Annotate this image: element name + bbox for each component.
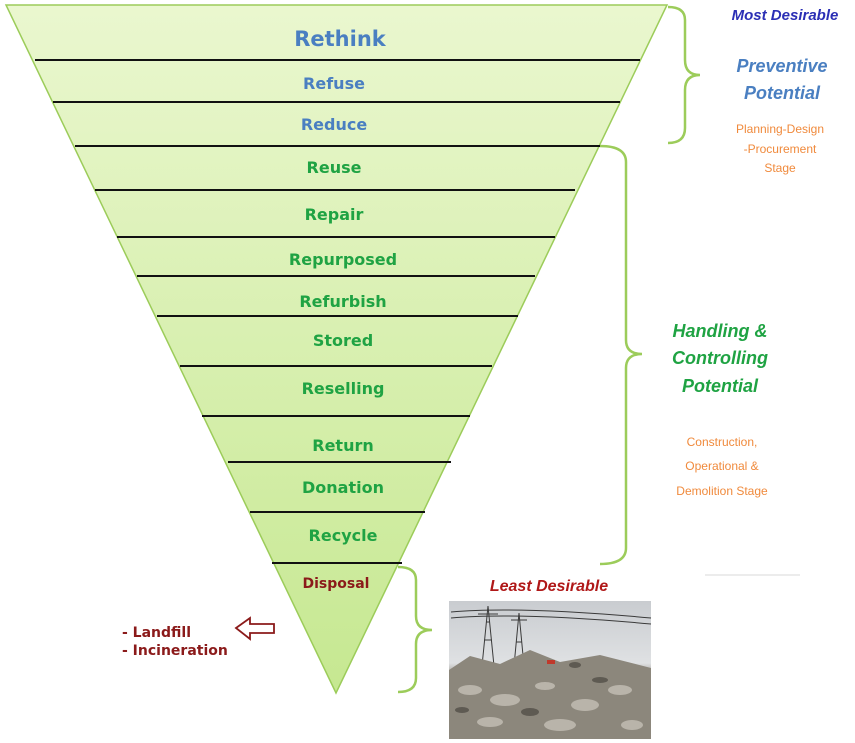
disposal-option-incineration: - Incineration [122,643,228,659]
handling-stage-line3: Demolition Stage [676,484,768,498]
level-return: Return [312,436,374,455]
most-desirable-label: Most Desirable [732,7,839,24]
preventive-stage-line3: Stage [764,161,796,175]
level-reuse: Reuse [307,158,362,177]
level-refuse: Refuse [303,74,365,93]
hierarchy-funnel [4,4,669,695]
level-dividers [35,59,640,564]
handling-stage-line2: Operational & [685,459,758,473]
preventive-stage-line1: Planning-Design [736,122,824,136]
least-desirable-label: Least Desirable [490,578,608,595]
preventive-bracket [667,5,701,145]
handling-title-line3: Potential [682,376,759,396]
handling-bracket [599,144,643,566]
level-disposal: Disposal [303,576,370,592]
level-repair: Repair [305,205,364,224]
preventive-stage-line2: -Procurement [744,142,817,156]
level-repurposed: Repurposed [289,250,397,269]
level-rethink: Rethink [294,27,387,51]
preventive-title-line1: Preventive [736,56,827,76]
handling-title-line2: Controlling [672,348,768,368]
level-refurbish: Refurbish [299,292,386,311]
disposal-bracket [397,565,433,694]
landfill-photo [449,601,652,739]
level-stored: Stored [313,331,373,350]
level-donation: Donation [302,478,384,497]
level-reselling: Reselling [302,379,385,398]
level-recycle: Recycle [309,526,378,545]
left-arrow-icon [234,616,275,641]
handling-stage-line1: Construction, [687,435,758,449]
preventive-title-line2: Potential [744,83,821,103]
level-reduce: Reduce [301,115,368,134]
handling-title-line1: Handling & [673,321,768,341]
disposal-option-landfill: - Landfill [122,625,191,641]
